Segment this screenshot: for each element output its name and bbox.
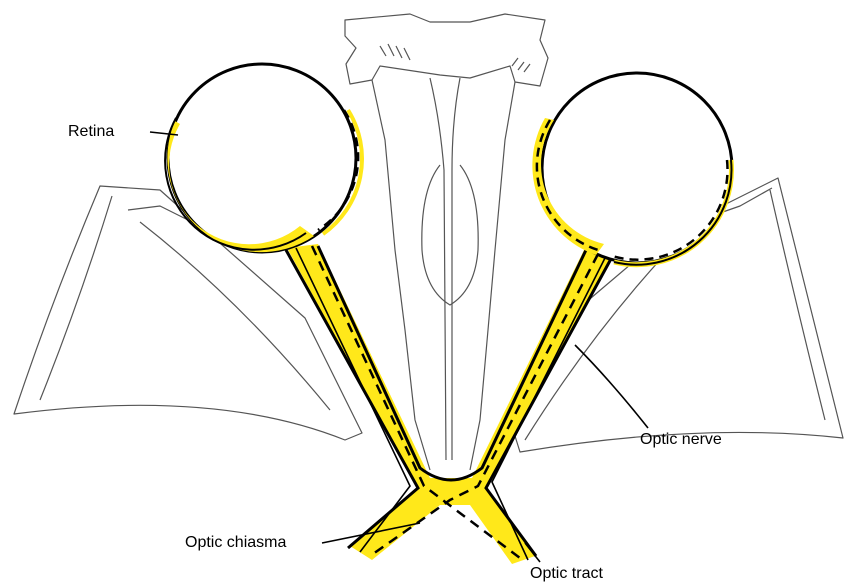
optic-nerve-label: Optic nerve <box>640 432 722 448</box>
retina-label: Retina <box>68 124 114 140</box>
optic-nerve-leader <box>575 345 648 428</box>
left-eyeball <box>165 64 362 252</box>
ethmoid-inner-left <box>422 165 478 305</box>
bone-crack-right <box>512 58 530 72</box>
optic-chiasma-label: Optic chiasma <box>185 535 286 551</box>
central-bone-ridge <box>430 78 460 460</box>
bone-crack-left <box>380 44 410 60</box>
right-eyeball <box>532 73 732 265</box>
left-nerve-outer-edge <box>286 250 418 548</box>
skull-outline <box>14 14 843 470</box>
optic-pathway-fill <box>287 244 612 564</box>
optic-pathway <box>286 244 612 564</box>
optic-tract-label: Optic tract <box>530 566 603 582</box>
central-bone-top <box>345 14 548 86</box>
